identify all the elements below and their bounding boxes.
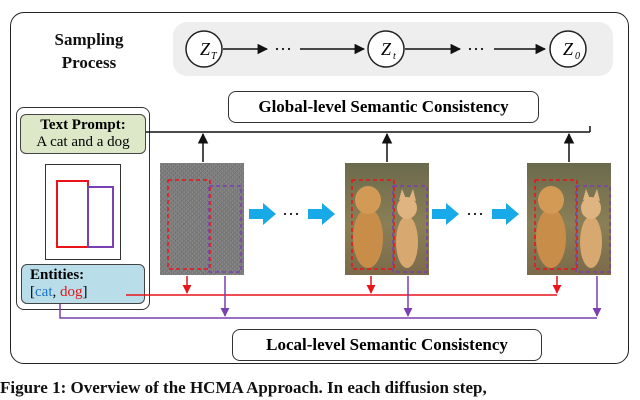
text-prompt-text: A cat and a dog xyxy=(36,134,130,150)
entity-dog: dog xyxy=(59,284,83,300)
latent-z-t: Z t xyxy=(367,30,405,68)
latent-ellipsis-1: ··· xyxy=(274,39,292,59)
text-prompt-box: Text Prompt: A cat and a dog xyxy=(20,114,146,154)
latent-z-T: Z T xyxy=(185,30,223,68)
blue-flow-arrow-3 xyxy=(432,203,459,225)
entity-boxes-noise xyxy=(167,179,242,273)
svg-text:Z: Z xyxy=(381,39,392,59)
layout-dog-box xyxy=(56,180,89,248)
blue-flow-arrow-4 xyxy=(492,203,519,225)
latent-z-0-sub: 0 xyxy=(575,51,580,62)
dog-cat-intermediate xyxy=(351,179,428,273)
sampling-process-title: Sampling Process xyxy=(34,28,144,74)
entities-open-bracket: [ xyxy=(30,284,35,300)
latent-z-t-sub: t xyxy=(393,51,396,62)
entities-separator: , xyxy=(52,284,60,300)
blue-flow-arrow-1 xyxy=(249,203,276,225)
svg-text:Z: Z xyxy=(563,39,574,59)
latent-ellipsis-2: ··· xyxy=(467,39,485,59)
purple-entity-arrows xyxy=(59,276,602,319)
entities-box: Entities: [cat, dog] xyxy=(21,264,145,304)
caption-text: Figure 1: Overview of the HCMA Approach.… xyxy=(0,378,487,397)
entities-close-bracket: ] xyxy=(82,284,88,300)
sampling-title-line1: Sampling xyxy=(54,30,124,49)
dog-cat-final xyxy=(534,179,611,273)
latent-z-T-sub: T xyxy=(211,51,218,62)
entities-title: Entities: xyxy=(30,267,85,283)
red-entity-arrows xyxy=(126,276,562,296)
sampling-title-line2: Process xyxy=(61,53,117,72)
global-consistency-arrows xyxy=(146,126,591,162)
flow-ellipsis-2: ··· xyxy=(466,204,484,224)
latent-z-0: Z 0 xyxy=(549,30,587,68)
layout-cat-box xyxy=(87,186,114,248)
blue-flow-arrow-2 xyxy=(308,203,335,225)
text-prompt-title: Text Prompt: xyxy=(40,117,126,133)
global-consistency-label: Global-level Semantic Consistency xyxy=(228,91,539,123)
noise-image xyxy=(160,163,244,275)
local-consistency-label: Local-level Semantic Consistency xyxy=(232,329,542,361)
svg-text:Z: Z xyxy=(200,39,211,59)
figure-caption: Figure 1: Overview of the HCMA Approach.… xyxy=(0,378,640,398)
flow-ellipsis-1: ··· xyxy=(282,204,300,224)
entity-cat: cat xyxy=(35,284,53,300)
diagram-frame xyxy=(10,12,629,364)
